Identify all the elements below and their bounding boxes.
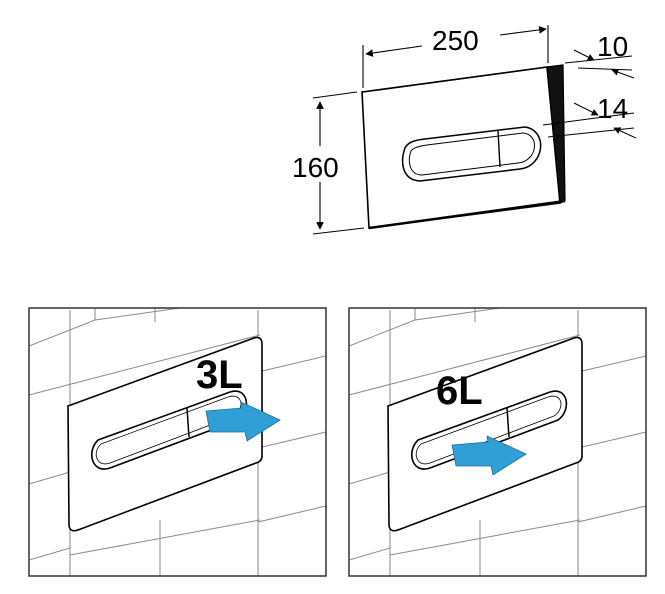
volume-label: 3L xyxy=(196,353,243,397)
panel-frame xyxy=(28,307,327,577)
panel-small-flush: 3L xyxy=(28,307,327,577)
tile-wall xyxy=(349,308,646,576)
panel-frame xyxy=(348,307,647,577)
panel-full-flush: 6L xyxy=(348,307,647,577)
dual-button-outline xyxy=(401,126,542,182)
plate xyxy=(387,336,583,532)
button-divider xyxy=(506,407,510,438)
button-oval xyxy=(410,390,568,470)
width-dimension-label: 250 xyxy=(432,25,479,56)
button-divider xyxy=(497,130,501,168)
plate xyxy=(67,336,263,532)
press-arrow xyxy=(451,435,527,476)
button-depth-dimension-label: 14 xyxy=(597,93,628,124)
plate-technical-drawing: 250 160 10 14 xyxy=(292,25,637,235)
volume-label: 6L xyxy=(436,369,483,413)
plate-face xyxy=(361,66,561,229)
press-arrow xyxy=(205,401,281,442)
button-divider xyxy=(186,407,190,438)
height-dimension-label: 160 xyxy=(292,152,339,183)
thickness-dimension-label: 10 xyxy=(597,31,628,62)
